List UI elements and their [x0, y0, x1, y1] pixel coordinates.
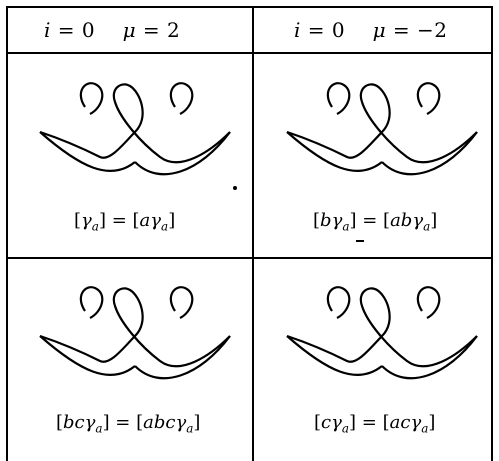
- eq-bl-rhs-gamma: γ: [175, 412, 187, 433]
- speck-dash: [356, 240, 364, 242]
- eq-tr-rhs-sub: a: [423, 219, 431, 234]
- eq-tl-rhs-gamma: γ: [150, 210, 162, 231]
- right-border: [491, 6, 493, 461]
- eq-br-lhs-sub: a: [341, 421, 350, 436]
- eq-tl-lhs-gamma: γ: [81, 210, 92, 231]
- eq-bl-rhs-prefix: abc: [143, 412, 176, 433]
- eq-bl-rhs-sub: a: [186, 421, 194, 436]
- header-bottom-border: [6, 52, 493, 54]
- eq-br-rhs-sub: a: [421, 421, 429, 436]
- eq-tl-rhs-sub: a: [161, 219, 169, 234]
- eq-br-lhs-prefix: c: [321, 412, 332, 433]
- left-border: [6, 6, 8, 461]
- eq-tr-lhs-prefix: b: [320, 210, 332, 231]
- speck: [233, 186, 237, 190]
- eq-br-rhs-prefix: ac: [389, 412, 411, 433]
- equation-bottom-left: [bcγa] = [abcγa]: [56, 412, 201, 436]
- middle-divider: [252, 6, 254, 461]
- header-right-index-value: 0: [331, 18, 346, 42]
- curve-bottom-left: [39, 286, 231, 380]
- curve-bottom-right: [286, 286, 478, 380]
- eq-tl-rhs-prefix: a: [139, 210, 151, 231]
- header-left-mu-symbol: μ: [122, 18, 137, 42]
- eq-tl-lhs-sub: a: [91, 219, 99, 234]
- eq-tr-lhs-sub: a: [342, 219, 350, 234]
- header-left-index-value: 0: [81, 18, 96, 42]
- eq-tr-rhs-gamma: γ: [412, 210, 424, 231]
- header-right: i = 0 μ = −2: [294, 18, 448, 42]
- header-right-mu-value: −2: [417, 18, 448, 42]
- eq-br-rhs-gamma: γ: [410, 412, 422, 433]
- header-left-mu-value: 2: [167, 18, 181, 42]
- equation-top-left: [γa] = [aγa]: [74, 210, 176, 234]
- eq-bl-lhs-gamma: γ: [84, 412, 96, 433]
- header-left: i = 0 μ = 2: [44, 18, 181, 42]
- eq-br-lhs-gamma: γ: [331, 412, 342, 433]
- curve-top-left: [39, 82, 231, 176]
- equation-top-right: [bγa] = [abγa]: [313, 210, 438, 234]
- header-right-index-symbol: i: [294, 18, 301, 42]
- curve-top-right: [286, 82, 478, 176]
- eq-tr-lhs-gamma: γ: [331, 210, 343, 231]
- eq-bl-lhs-prefix: bc: [63, 412, 85, 433]
- top-border: [6, 6, 493, 8]
- eq-tr-rhs-prefix: ab: [390, 210, 413, 231]
- eq-bl-lhs-sub: a: [95, 421, 103, 436]
- equation-bottom-right: [cγa] = [acγa]: [314, 412, 436, 436]
- header-right-mu-symbol: μ: [372, 18, 387, 42]
- row-divider: [6, 257, 493, 259]
- header-left-index-symbol: i: [44, 18, 51, 42]
